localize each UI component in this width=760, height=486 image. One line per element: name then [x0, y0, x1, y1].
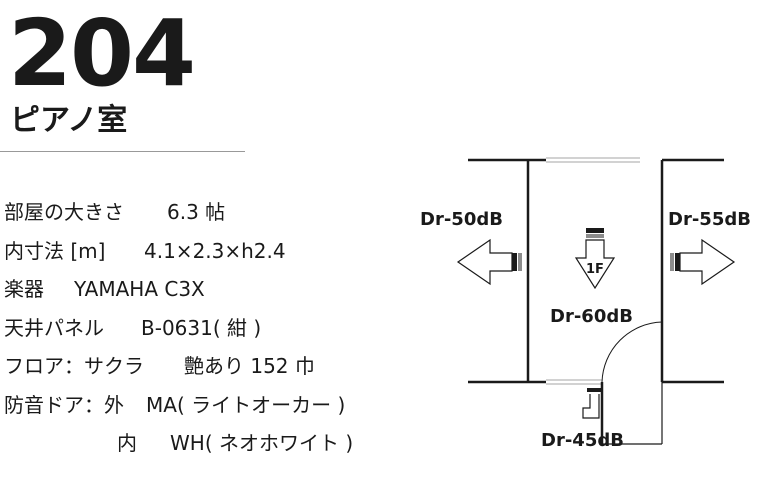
left-wall-arrow [456, 238, 522, 286]
room-number: 204 [8, 0, 196, 107]
spec-label: 内寸法 [m] [4, 238, 106, 263]
spec-label: 防音ドア：外 [4, 392, 124, 417]
header-divider [0, 151, 245, 152]
spec-row-ceiling-panel: 天井パネル B-0631( 紺 ) [4, 314, 261, 353]
right-wall-rating: Dr-55dB [668, 209, 751, 230]
floor-marker: 1F [586, 262, 604, 277]
left-arrow-source-block [512, 253, 517, 271]
spec-row-door-outer: 防音ドア：外 MA( ライトオーカー ) [4, 391, 345, 430]
right-arrow-source-block [675, 253, 680, 271]
room-name: ピアノ室 [10, 103, 128, 138]
spec-value: 艶あり 152 巾 [184, 354, 315, 378]
spec-label: 天井パネル [4, 315, 104, 340]
spec-row-door-inner: 内 WH( ネオホワイト ) [4, 429, 353, 468]
left-arrow-icon [456, 238, 513, 286]
floor-rating: Dr-60dB [550, 306, 633, 327]
spec-value: YAMAHA C3X [74, 277, 205, 301]
right-wall-arrow [670, 238, 736, 286]
door-arrow-icon [582, 394, 600, 419]
door-swing-arc [601, 321, 663, 383]
spec-row-inner-dimensions: 内寸法 [m] 4.1×2.3×h2.4 [4, 237, 286, 276]
door-arrow-source-block [587, 388, 603, 392]
left-wall-rating: Dr-50dB [420, 209, 503, 230]
spec-value: MA( ライトオーカー ) [146, 392, 346, 417]
spec-row-floor: フロア：サクラ 艶あり 152 巾 [4, 352, 315, 391]
spec-value: WH( ネオホワイト ) [170, 431, 354, 455]
door-rating: Dr-45dB [541, 430, 624, 451]
spec-value: B-0631( 紺 ) [141, 315, 262, 340]
spec-sub-label: 内 [117, 431, 137, 455]
room-walls [468, 157, 724, 445]
spec-list: 部屋の大きさ 6.3 帖 内寸法 [m] 4.1×2.3×h2.4 楽器 YAM… [4, 198, 353, 468]
spec-label: フロア：サクラ [4, 354, 144, 378]
floor-arrow-source-block [586, 228, 604, 233]
right-arrow-icon [679, 238, 736, 286]
spec-value: 4.1×2.3×h2.4 [144, 238, 286, 263]
door-arrow [582, 388, 603, 419]
spec-row-instrument: 楽器 YAMAHA C3X [4, 275, 205, 314]
spec-value: 6.3 帖 [167, 200, 226, 224]
spec-row-room-size: 部屋の大きさ 6.3 帖 [4, 198, 225, 237]
floor-arrow [574, 228, 616, 290]
floor-arrow-icon [574, 239, 616, 290]
spec-label: 部屋の大きさ [4, 200, 124, 224]
spec-label: 楽器 [4, 277, 44, 301]
